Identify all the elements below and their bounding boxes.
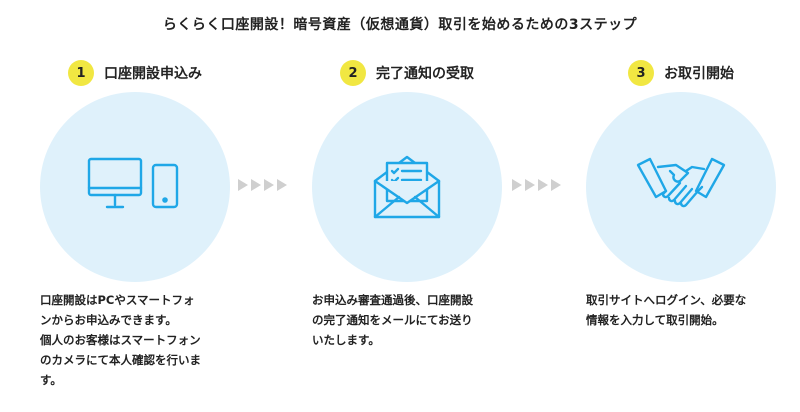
arrow-icon (538, 179, 548, 191)
description-line: ンからお申込みできます。 (40, 313, 177, 327)
step-label: お取引開始 (664, 66, 734, 82)
arrow-icon (525, 179, 535, 191)
arrow-icon (512, 179, 522, 191)
arrow-icon (264, 179, 274, 191)
envelope-checklist-icon (373, 155, 441, 219)
step-illustration-circle (40, 92, 230, 282)
arrow-icon (238, 179, 248, 191)
step-header: 1 口座開設申込み (40, 60, 230, 86)
computer-and-phone-icon (87, 157, 179, 209)
step-illustration-circle (312, 92, 502, 282)
step-number-badge: 1 (68, 60, 94, 86)
step-number-badge: 2 (340, 60, 366, 86)
step-arrow-2 (512, 179, 572, 193)
description-line: お申込み審査通過後、口座開設 (312, 293, 473, 307)
step-description: お申込み審査通過後、口座開設 の完了通知をメールにてお送り いたします。 (312, 290, 512, 350)
handshake-icon (636, 157, 726, 208)
step-header: 3 お取引開始 (586, 60, 776, 86)
step-3: 3 お取引開始 取引サイトへログイン、必要な 情報を入力して取引開始。 (586, 0, 776, 412)
page-title: らくらく口座開設！暗号資産（仮想通貨）取引を始めるための3ステップ (162, 17, 638, 33)
step-illustration-circle (586, 92, 776, 282)
step-number-badge: 3 (628, 60, 654, 86)
step-label: 口座開設申込み (104, 66, 202, 82)
description-line: いたします。 (312, 333, 380, 347)
description-line: す。 (40, 373, 62, 387)
step-description: 取引サイトへログイン、必要な 情報を入力して取引開始。 (586, 290, 786, 330)
description-line: 取引サイトへログイン、必要な (586, 293, 747, 307)
step-header: 2 完了通知の受取 (312, 60, 502, 86)
arrow-icon (277, 179, 287, 191)
step-arrow-1 (238, 179, 298, 193)
description-line: 個人のお客様はスマートフォン (40, 333, 201, 347)
step-1: 1 口座開設申込み 口座開設はPCやスマートフォ ンからお申込みできます。 個人… (40, 0, 230, 412)
arrow-icon (551, 179, 561, 191)
description-line: 情報を入力して取引開始。 (586, 313, 724, 327)
description-line: のカメラにて本人確認を行いま (40, 353, 201, 367)
step-label: 完了通知の受取 (376, 66, 474, 82)
description-line: 口座開設はPCやスマートフォ (40, 293, 195, 307)
arrow-icon (251, 179, 261, 191)
step-2: 2 完了通知の受取 お申込み審査通過後、口座開設 の完了通知をメールにてお送り … (312, 0, 502, 412)
step-description: 口座開設はPCやスマートフォ ンからお申込みできます。 個人のお客様はスマートフ… (40, 290, 240, 390)
description-line: の完了通知をメールにてお送り (312, 313, 473, 327)
